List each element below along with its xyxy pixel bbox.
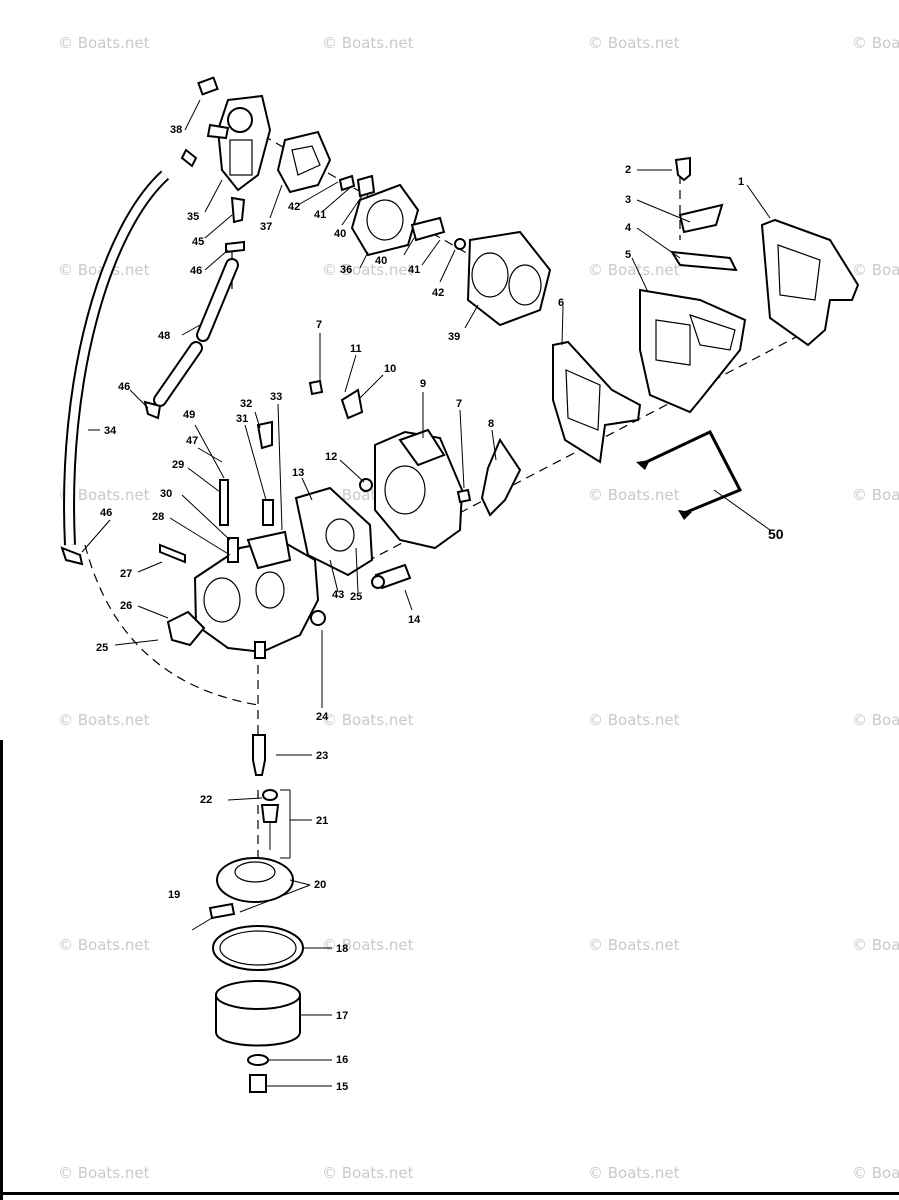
callout-39: 39	[448, 331, 460, 343]
callout-24: 24	[316, 711, 329, 723]
watermark-text: © Boats.net	[852, 486, 899, 504]
watermark-text: © Boats.net	[588, 936, 680, 954]
callout-33: 33	[270, 391, 282, 403]
watermark-text: © Boats.net	[58, 936, 150, 954]
callout-7b: 7	[456, 398, 462, 410]
callout-34: 34	[104, 425, 117, 437]
callout-31: 31	[236, 413, 248, 425]
callout-17: 17	[336, 1010, 348, 1022]
watermark-text: © Boats.net	[852, 1164, 899, 1182]
fuel-hose-icon	[60, 170, 170, 566]
watermark-text: © Boats.net	[322, 1164, 414, 1182]
watermark-text: © Boats.net	[588, 261, 680, 279]
intake-adapter-group	[294, 379, 522, 590]
callout-25b: 25	[96, 642, 108, 654]
callout-26: 26	[120, 600, 132, 612]
callout-42a: 42	[288, 201, 300, 213]
watermark-text: © Boats.net	[852, 261, 899, 279]
callout-3: 3	[625, 194, 631, 206]
float-bowl-icon	[191, 734, 304, 1093]
callout-1: 1	[738, 176, 744, 188]
watermark-text: © Boats.net	[58, 711, 150, 729]
fuel-pump-icon	[180, 76, 272, 254]
callout-18: 18	[336, 943, 348, 955]
callout-21: 21	[316, 815, 328, 827]
callout-42b: 42	[432, 287, 444, 299]
callout-25a: 25	[350, 591, 362, 603]
callout-37: 37	[260, 221, 272, 233]
callout-19: 19	[168, 889, 180, 901]
watermark-layer: © Boats.net © Boats.net © Boats.net © Bo…	[58, 34, 899, 1182]
callout-41b: 41	[408, 264, 420, 276]
callout-27: 27	[120, 568, 132, 580]
callout-50: 50	[768, 526, 784, 542]
watermark-text: © Boats.net	[58, 486, 150, 504]
callout-labels: 1 2 3 4 5 6 7 7 8 9 10 11 12 13 14 15 16…	[96, 124, 784, 1093]
callout-45: 45	[192, 236, 204, 248]
watermark-text: © Boats.net	[322, 936, 414, 954]
watermark-text: © Boats.net	[852, 34, 899, 52]
callout-28: 28	[152, 511, 164, 523]
watermark-text: © Boats.net	[588, 486, 680, 504]
callout-5: 5	[625, 249, 631, 261]
callout-6: 6	[558, 297, 564, 309]
pump-gasket-group	[276, 130, 552, 327]
tube-50	[636, 430, 743, 520]
callout-9: 9	[420, 378, 426, 390]
callout-10: 10	[384, 363, 396, 375]
watermark-text: © Boats.net	[588, 711, 680, 729]
watermark-text: © Boats.net	[588, 34, 680, 52]
callout-46b: 46	[118, 381, 130, 393]
callout-49: 49	[183, 409, 195, 421]
callout-36: 36	[340, 264, 352, 276]
callout-32: 32	[240, 398, 252, 410]
callout-15: 15	[336, 1081, 348, 1093]
callout-35: 35	[187, 211, 199, 223]
callout-48: 48	[158, 330, 170, 342]
callout-46a: 46	[190, 265, 202, 277]
callout-40a: 40	[334, 228, 346, 240]
callout-46c: 46	[100, 507, 112, 519]
callout-11: 11	[350, 343, 362, 355]
watermark-text: © Boats.net	[58, 1164, 150, 1182]
callout-7a: 7	[316, 319, 322, 331]
callout-16: 16	[336, 1054, 348, 1066]
callout-2: 2	[625, 164, 631, 176]
callout-14: 14	[408, 614, 421, 626]
watermark-text: © Boats.net	[322, 34, 414, 52]
watermark-text: © Boats.net	[852, 711, 899, 729]
leader-lines	[81, 99, 771, 1087]
watermark-text: © Boats.net	[322, 261, 414, 279]
reed-plate-icon	[552, 156, 860, 464]
watermark-text: © Boats.net	[322, 711, 414, 729]
callout-22: 22	[200, 794, 212, 806]
watermark-text: © Boats.net	[852, 936, 899, 954]
callout-43: 43	[332, 589, 344, 601]
callout-20: 20	[314, 879, 326, 891]
callout-41a: 41	[314, 209, 326, 221]
watermark-text: © Boats.net	[58, 34, 150, 52]
short-hose-48	[143, 258, 239, 420]
callout-23: 23	[316, 750, 328, 762]
watermark-text: © Boats.net	[588, 1164, 680, 1182]
left-border-line	[0, 740, 3, 1200]
callout-8: 8	[488, 418, 494, 430]
callout-13: 13	[292, 467, 304, 479]
callout-38: 38	[170, 124, 182, 136]
carburetor-icon	[159, 420, 326, 659]
callout-29: 29	[172, 459, 184, 471]
callout-4: 4	[625, 222, 632, 234]
callout-40b: 40	[375, 255, 387, 267]
callout-12: 12	[325, 451, 337, 463]
bottom-border-line	[0, 1192, 899, 1195]
callout-30: 30	[160, 488, 172, 500]
callout-47: 47	[186, 435, 198, 447]
